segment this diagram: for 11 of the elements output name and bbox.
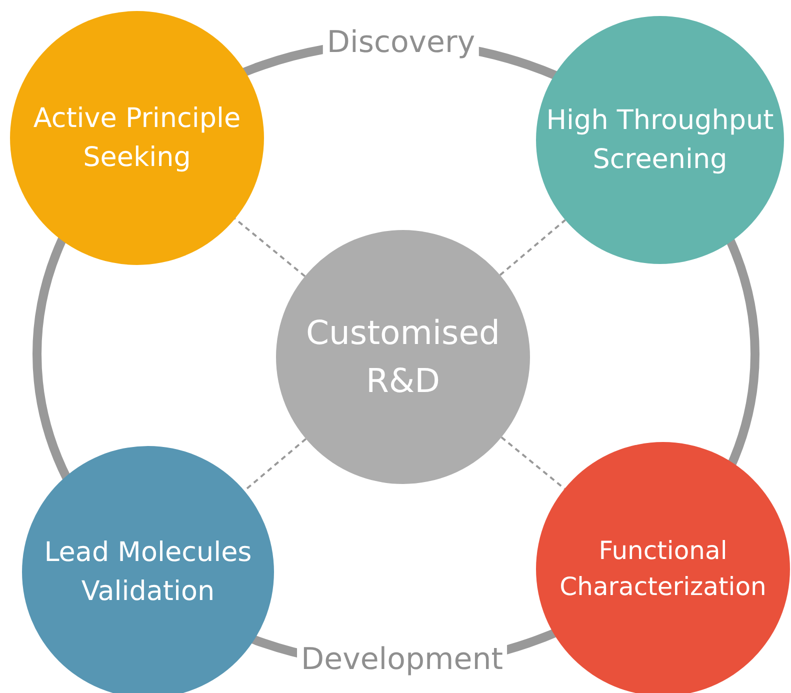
stage-title: High Throughput Screening [545,104,775,177]
dashed-connector [500,436,566,490]
dashed-connector [244,438,307,492]
dashed-connector [234,218,306,278]
stage-label: Development [297,643,507,677]
stage-title: Functional Characterization [558,534,768,603]
stage-title: Active Principle Seeking [32,102,242,175]
stage-label: Discovery [322,26,480,60]
dashed-connector [499,219,566,276]
stage-title: Lead Molecules Validation [43,536,253,609]
stage-title: Customised R&D [304,312,502,402]
